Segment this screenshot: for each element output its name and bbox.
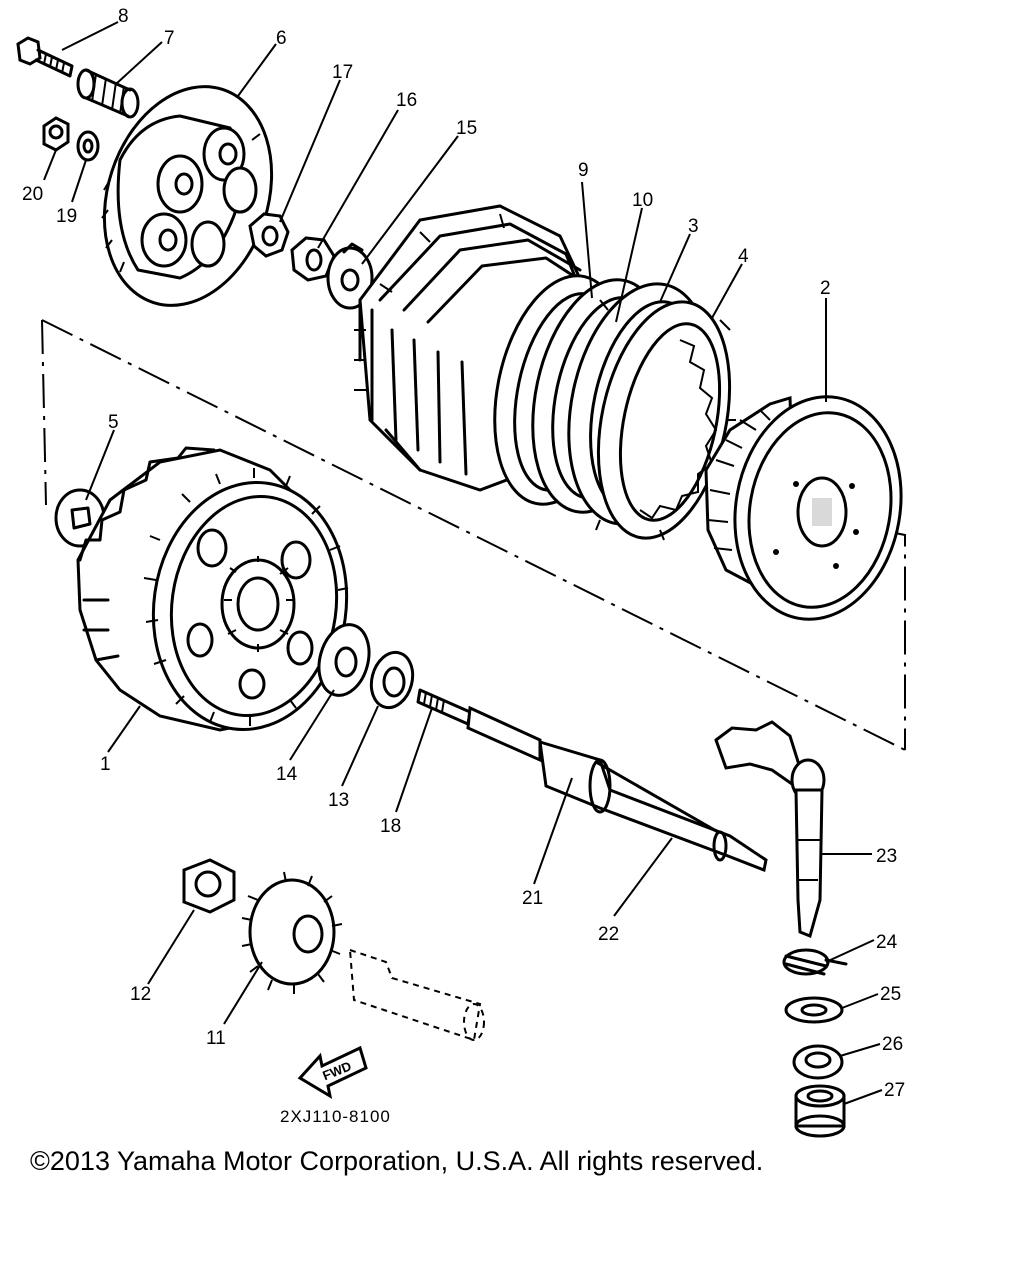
push-lever-23 bbox=[714, 720, 826, 939]
push-rod-22 bbox=[538, 739, 768, 873]
label-14: 14 bbox=[276, 764, 298, 785]
nut-20 bbox=[42, 116, 70, 152]
nut-12 bbox=[182, 858, 236, 914]
label-19: 19 bbox=[56, 206, 77, 227]
copyright-notice: ©2013 Yamaha Motor Corporation, U.S.A. A… bbox=[30, 1146, 764, 1176]
spring-7 bbox=[76, 68, 140, 119]
lock-washer-17 bbox=[248, 212, 290, 258]
label-22: 22 bbox=[598, 924, 619, 945]
label-4: 4 bbox=[738, 246, 749, 267]
lock-tab-washer-15 bbox=[326, 242, 374, 310]
label-24: 24 bbox=[876, 932, 898, 953]
clutch-housing-1 bbox=[76, 446, 349, 732]
oil-seal-26 bbox=[792, 1044, 844, 1080]
crankshaft-reference bbox=[348, 948, 485, 1042]
diagram-code: 2XJ110-8100 bbox=[280, 1107, 391, 1126]
bolt-8 bbox=[16, 36, 74, 78]
label-1: 1 bbox=[100, 754, 111, 775]
leader-lines bbox=[43, 21, 883, 1105]
clutch-boss-2 bbox=[704, 395, 903, 621]
pressure-plate-6 bbox=[101, 85, 274, 307]
label-20: 20 bbox=[22, 184, 43, 205]
label-12: 12 bbox=[130, 984, 151, 1005]
label-3: 3 bbox=[688, 216, 699, 237]
washer-25 bbox=[784, 996, 844, 1024]
label-11: 11 bbox=[206, 1028, 226, 1049]
label-10: 10 bbox=[632, 190, 653, 211]
push-rod-18 bbox=[416, 688, 542, 763]
label-7: 7 bbox=[164, 28, 175, 49]
label-23: 23 bbox=[876, 846, 897, 867]
label-21: 21 bbox=[522, 888, 543, 909]
label-9: 9 bbox=[578, 160, 589, 181]
label-2: 2 bbox=[820, 278, 831, 299]
fwd-arrow: FWD bbox=[297, 1045, 368, 1100]
label-27: 27 bbox=[884, 1080, 905, 1101]
label-5: 5 bbox=[108, 412, 119, 433]
part-number-labels: 8 7 6 17 16 15 9 10 3 4 2 5 20 19 1 14 1… bbox=[22, 6, 905, 1101]
label-6: 6 bbox=[276, 28, 287, 49]
label-16: 16 bbox=[396, 90, 417, 111]
thrust-washer-14 bbox=[317, 623, 371, 697]
label-26: 26 bbox=[882, 1034, 903, 1055]
drive-gear-11 bbox=[241, 871, 343, 994]
thrust-washer-13 bbox=[369, 650, 415, 710]
label-13: 13 bbox=[328, 790, 349, 811]
label-8: 8 bbox=[118, 6, 129, 27]
label-17: 17 bbox=[332, 62, 353, 83]
washer-19 bbox=[76, 130, 100, 162]
label-15: 15 bbox=[456, 118, 477, 139]
label-18: 18 bbox=[380, 816, 401, 837]
label-25: 25 bbox=[880, 984, 901, 1005]
bearing-27 bbox=[794, 1084, 846, 1138]
torsion-spring-24 bbox=[782, 948, 848, 976]
